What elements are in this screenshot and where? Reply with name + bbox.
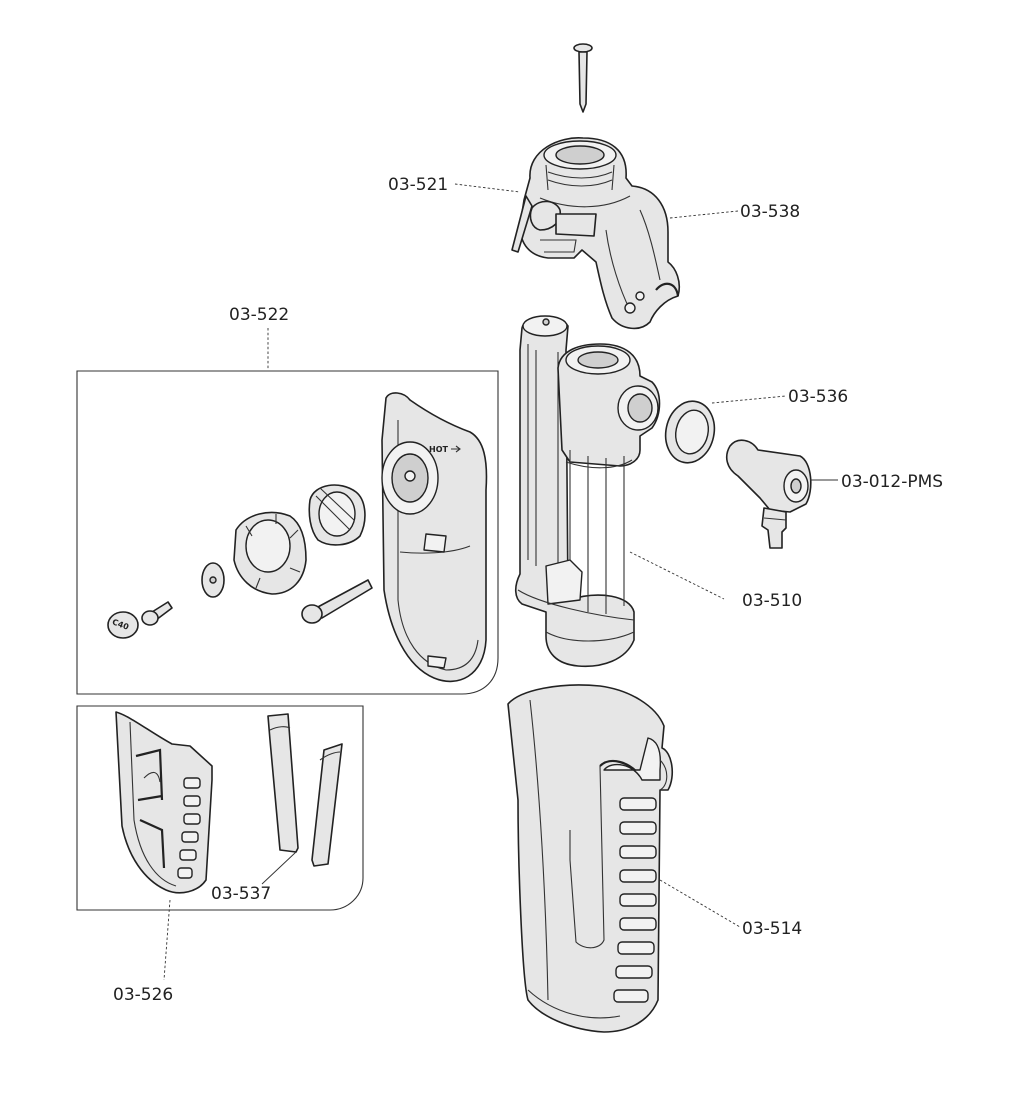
label-03-514: 03-514 (742, 919, 802, 939)
part-main-body (514, 315, 661, 668)
part-outer-shroud (507, 684, 674, 1033)
label-03-510: 03-510 (742, 591, 802, 611)
label-03-522: 03-522 (229, 305, 289, 325)
label-03-538: 03-538 (740, 202, 800, 222)
label-03-521: 03-521 (388, 175, 448, 195)
part-valve-head (519, 137, 681, 330)
top-screw (573, 43, 593, 113)
label-03-526: 03-526 (113, 985, 173, 1005)
part-labels: 03-521 03-538 03-522 03-536 03-012-PMS 0… (113, 175, 943, 1005)
part-seal (664, 400, 716, 464)
kit-box-03-522: HOT C40 (76, 370, 499, 695)
label-03-012-pms: 03-012-PMS (841, 472, 943, 492)
part-quick-connector (725, 439, 812, 549)
grip-slots (177, 777, 201, 879)
leader-lines (163, 183, 838, 981)
label-03-537: 03-537 (211, 884, 271, 904)
hot-marking: HOT (429, 445, 448, 454)
kit-box-03-526 (76, 705, 364, 911)
shroud-grip-slots (613, 797, 657, 1003)
label-03-536: 03-536 (788, 387, 848, 407)
part-clip (511, 195, 597, 253)
